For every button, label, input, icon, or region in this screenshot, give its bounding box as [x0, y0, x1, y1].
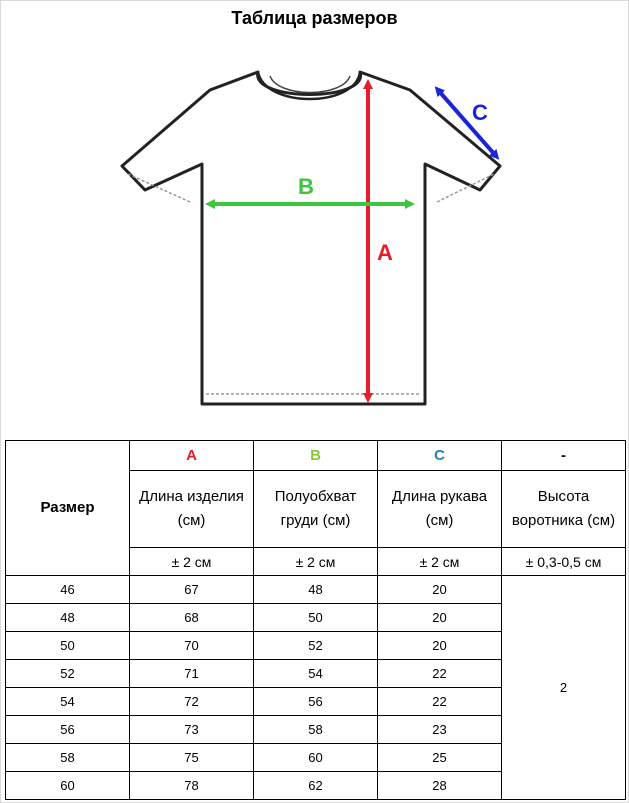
col-letter-b: B — [253, 440, 378, 471]
chest-cell: 52 — [253, 631, 378, 660]
chest-cell: 54 — [253, 659, 378, 688]
sleeve-cell: 20 — [377, 603, 502, 632]
col-tol-b: ± 2 см — [253, 547, 378, 576]
col-name-collar: Высота воротника (см) — [501, 470, 626, 548]
size-cell: 58 — [5, 743, 130, 772]
chest-cell: 62 — [253, 771, 378, 800]
header-letters-row: Размер A B C - — [5, 440, 626, 576]
collar-height-cell: 2 — [501, 575, 626, 800]
col-name-collar-text: Высота воротника (см) — [511, 488, 616, 529]
tshirt-diagram: A B C — [110, 62, 520, 417]
size-cell: 52 — [5, 659, 130, 688]
length-cell: 67 — [129, 575, 254, 604]
sleeve-cell: 22 — [377, 687, 502, 716]
tshirt-svg: A B C — [120, 70, 502, 406]
right-sleeve-hem — [436, 173, 495, 203]
sleeve-cell: 25 — [377, 743, 502, 772]
size-cell: 54 — [5, 687, 130, 716]
length-cell: 68 — [129, 603, 254, 632]
header-names-row: Длина изделия (см) Полуобхват груди (см)… — [6, 470, 626, 548]
label-a: A — [377, 240, 393, 265]
sleeve-cell: 20 — [377, 631, 502, 660]
col-tol-collar: ± 0,3-0,5 см — [501, 547, 626, 576]
sleeve-cell: 28 — [377, 771, 502, 800]
left-sleeve-hem — [127, 173, 191, 203]
col-name-b-text: Полуобхват груди (см) — [274, 488, 357, 529]
col-name-c: Длина рукава (см) — [377, 470, 502, 548]
chest-cell: 60 — [253, 743, 378, 772]
col-name-b: Полуобхват груди (см) — [253, 470, 378, 548]
length-cell: 70 — [129, 631, 254, 660]
length-cell: 71 — [129, 659, 254, 688]
sleeve-cell: 22 — [377, 659, 502, 688]
col-name-a: Длина изделия (см) — [129, 470, 254, 548]
chest-cell: 50 — [253, 603, 378, 632]
chest-cell: 56 — [253, 687, 378, 716]
col-name-c-text: Длина рукава (см) — [391, 488, 488, 529]
tshirt-outline — [120, 70, 502, 406]
sleeve-cell: 20 — [377, 575, 502, 604]
page-title: Таблица размеров — [231, 8, 398, 28]
size-header: Размер — [5, 440, 130, 576]
col-name-a-text: Длина изделия (см) — [139, 488, 244, 529]
col-letter-collar: - — [501, 440, 626, 471]
col-letter-c: C — [377, 440, 502, 471]
size-table: Размер A B C - Длина изделия (см) Полуоб… — [5, 440, 626, 800]
size-cell: 48 — [5, 603, 130, 632]
col-tol-c: ± 2 см — [377, 547, 502, 576]
length-cell: 75 — [129, 743, 254, 772]
collar-inner — [269, 75, 351, 94]
label-c: C — [472, 100, 488, 125]
chest-cell: 58 — [253, 715, 378, 744]
size-cell: 60 — [5, 771, 130, 800]
length-cell: 73 — [129, 715, 254, 744]
chest-cell: 48 — [253, 575, 378, 604]
size-cell: 46 — [5, 575, 130, 604]
length-cell: 72 — [129, 687, 254, 716]
sleeve-cell: 23 — [377, 715, 502, 744]
header-tolerance-row: ± 2 см ± 2 см ± 2 см ± 0,3-0,5 см — [6, 547, 626, 576]
arrow-c — [434, 86, 500, 160]
col-letter-a: A — [129, 440, 254, 471]
size-cell: 56 — [5, 715, 130, 744]
collar-outline — [256, 71, 362, 101]
col-tol-a: ± 2 см — [129, 547, 254, 576]
label-b: B — [298, 174, 314, 199]
size-cell: 50 — [5, 631, 130, 660]
length-cell: 78 — [129, 771, 254, 800]
